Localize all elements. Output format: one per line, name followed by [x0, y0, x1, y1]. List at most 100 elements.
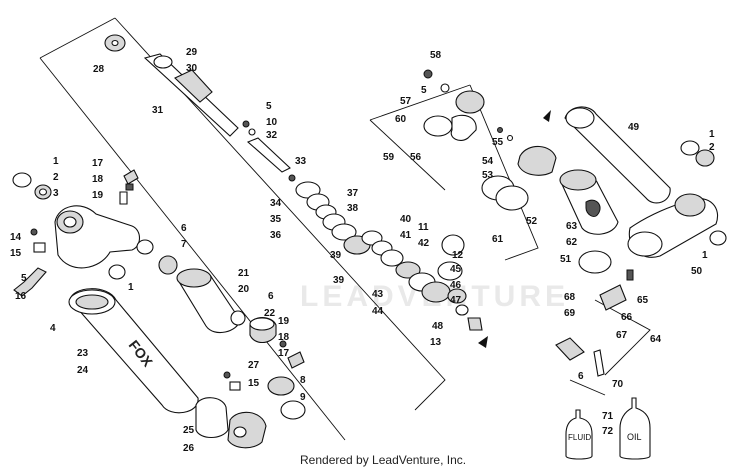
eyelet-50-bore	[674, 193, 706, 217]
oring-1-lower	[108, 264, 126, 280]
reservoir-group	[423, 69, 727, 377]
callout-44: 44	[372, 306, 384, 317]
callout-1: 1	[128, 282, 134, 293]
ring-54	[506, 134, 514, 142]
callout-2: 2	[709, 142, 715, 153]
group-frames	[39, 17, 651, 441]
callout-38: 38	[347, 203, 359, 214]
nut-15b	[229, 381, 241, 391]
callout-6: 6	[578, 371, 584, 382]
callout-39: 39	[333, 275, 345, 286]
seal-8	[267, 376, 295, 396]
callout-58: 58	[430, 50, 442, 61]
snap-ring-60	[423, 115, 453, 137]
bumper-30	[174, 69, 213, 103]
callout-54: 54	[482, 156, 494, 167]
piston-56	[450, 114, 477, 141]
shaft-assembly-group	[104, 34, 483, 331]
callout-21: 21	[238, 268, 250, 279]
sleeve-top	[176, 268, 212, 288]
nut-13	[467, 317, 483, 331]
callout-65: 65	[637, 295, 649, 306]
callout-5: 5	[266, 101, 272, 112]
callout-37: 37	[347, 188, 359, 199]
valve-core-18	[125, 183, 134, 191]
callout-43: 43	[372, 289, 384, 300]
callout-47: 47	[450, 295, 462, 306]
ring-6	[136, 239, 154, 255]
callout-8: 8	[300, 375, 306, 386]
oring-1c	[680, 140, 700, 156]
callout-25: 25	[183, 425, 195, 436]
ring-5	[242, 120, 250, 128]
cap-53	[517, 145, 557, 176]
eyelet-50-boss	[627, 231, 663, 257]
callout-69: 69	[564, 308, 576, 319]
nut-15	[33, 242, 46, 253]
callout-13: 13	[430, 337, 442, 348]
callout-15: 15	[10, 248, 22, 259]
callout-3: 3	[53, 188, 59, 199]
callout-70: 70	[612, 379, 624, 390]
callout-63: 63	[566, 221, 578, 232]
fluid-bottle-71	[565, 409, 593, 460]
reservoir-49-top	[565, 107, 595, 129]
ring-10	[248, 128, 256, 136]
cap-25	[195, 397, 229, 439]
shaft-frame-left	[39, 57, 346, 441]
callout-18: 18	[278, 332, 290, 343]
callout-17: 17	[92, 158, 104, 169]
callout-11: 11	[418, 222, 429, 233]
shaft-end-29	[153, 55, 173, 69]
callout-30: 30	[186, 63, 198, 74]
callout-6: 6	[181, 223, 187, 234]
callout-72: 72	[602, 426, 614, 437]
washer-28-hole	[111, 39, 119, 47]
callout-42: 42	[418, 238, 430, 249]
callout-1: 1	[702, 250, 708, 261]
callout-5: 5	[21, 273, 27, 284]
pin-55	[497, 127, 503, 133]
shaft-31	[143, 53, 239, 137]
spring-66	[599, 284, 627, 311]
cap-17b	[287, 351, 305, 369]
body-top-inner	[75, 294, 109, 310]
callout-53: 53	[482, 170, 494, 181]
eyelet-bore-inner	[63, 216, 77, 228]
screw-14	[30, 228, 38, 236]
oring-51	[578, 250, 612, 274]
piston-39b	[395, 261, 421, 279]
shim-38	[331, 223, 357, 241]
fitting-16	[13, 267, 47, 297]
callout-7: 7	[181, 239, 187, 250]
fluid-bottle-label: FLUID	[568, 433, 591, 442]
callout-41: 41	[400, 230, 412, 241]
rod-32	[246, 137, 291, 173]
callout-66: 66	[621, 312, 633, 323]
callout-29: 29	[186, 47, 198, 58]
ring-6-b	[230, 310, 246, 326]
callout-31: 31	[152, 105, 164, 116]
callout-56: 56	[410, 152, 422, 163]
callout-20: 20	[238, 284, 250, 295]
body-63-top	[559, 169, 597, 191]
body-shell-4	[69, 288, 199, 414]
callout-61: 61	[492, 234, 504, 245]
pin-70	[593, 349, 605, 377]
ring-7	[158, 255, 178, 275]
ring-45	[437, 261, 463, 281]
eyelet-26	[227, 411, 267, 449]
schrader-19	[119, 191, 128, 205]
reservoir-frame-right	[469, 84, 539, 261]
callout-48: 48	[432, 321, 444, 332]
callout-24: 24	[77, 365, 89, 376]
callout-10: 10	[266, 117, 278, 128]
valve-frame	[594, 299, 651, 376]
callout-16: 16	[15, 291, 27, 302]
footer-credit: Rendered by LeadVenture, Inc.	[300, 453, 466, 467]
callout-27: 27	[248, 360, 260, 371]
left-shock-body-group: FOX	[12, 169, 306, 449]
callout-39: 39	[330, 250, 342, 261]
